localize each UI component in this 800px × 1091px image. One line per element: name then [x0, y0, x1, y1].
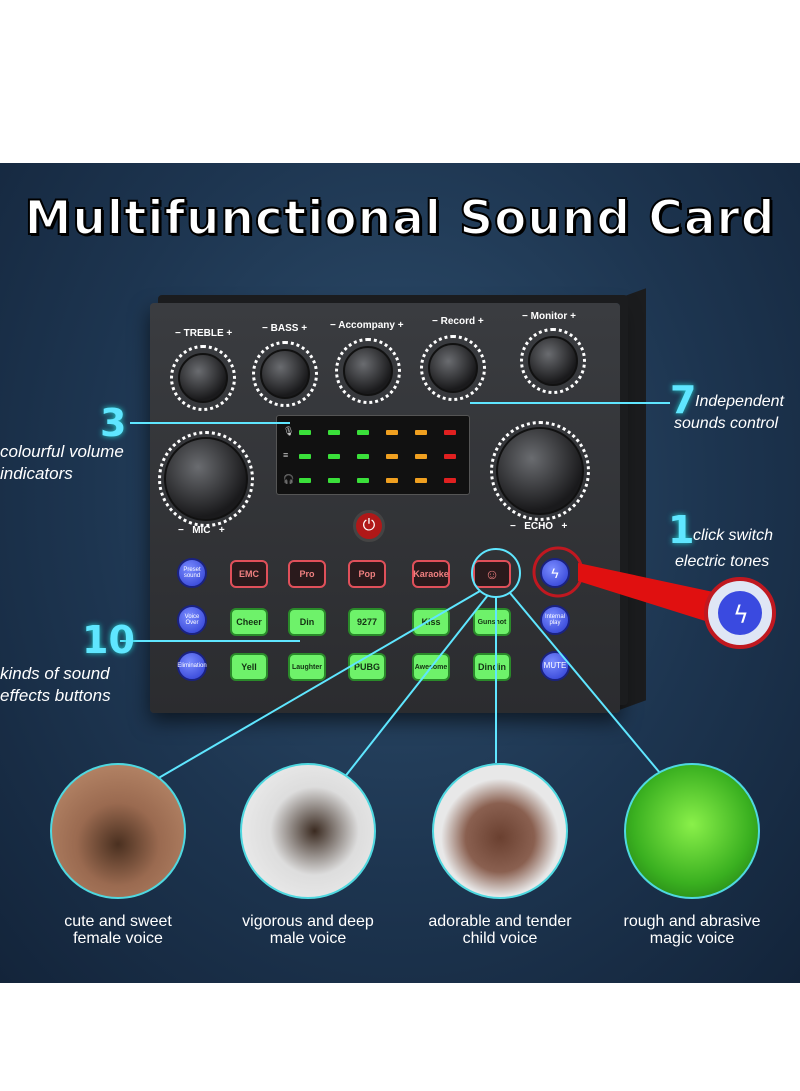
highlight-circle: [471, 548, 521, 598]
effect-button-pop[interactable]: Pop: [348, 560, 386, 588]
voice-over-button[interactable]: Voice Over: [177, 605, 207, 635]
callout-number: 1: [668, 508, 695, 552]
led-indicator: [415, 478, 427, 483]
internal-play-button[interactable]: Internal play: [540, 605, 570, 635]
led-indicator: [299, 454, 311, 459]
accompany-label: − Accompany +: [330, 320, 404, 331]
power-icon: ⏻: [362, 517, 376, 534]
child-voice-photo: [432, 763, 568, 899]
magic-voice-photo: [624, 763, 760, 899]
led-indicator: [357, 454, 369, 459]
product-banner: Multifunctional Sound Card − TREBLE + − …: [0, 163, 800, 983]
mic-knob[interactable]: [164, 437, 248, 521]
knob-scale: [158, 431, 254, 527]
effect-button-kiss[interactable]: Kiss: [412, 608, 450, 636]
effect-button-pro[interactable]: Pro: [288, 560, 326, 588]
callout-line: [339, 594, 489, 784]
led-indicator: [415, 454, 427, 459]
power-button[interactable]: ⏻: [353, 510, 385, 542]
female-voice-photo: [50, 763, 186, 899]
knob-scale: [252, 341, 318, 407]
svg-text:ϟ: ϟ: [733, 601, 749, 629]
effect-button-din[interactable]: Din: [288, 608, 326, 636]
mic-label: − MIC +: [178, 525, 225, 536]
preset-sound-button[interactable]: Preset sound: [177, 558, 207, 588]
callout-text: Independent: [695, 393, 784, 410]
callout-text: electric tones: [675, 553, 770, 570]
page-title: Multifunctional Sound Card: [24, 190, 776, 247]
knob-scale: [420, 335, 486, 401]
effect-button-gunshot[interactable]: Gunshot: [473, 608, 511, 636]
led-indicator: [357, 478, 369, 483]
zoom-beam: [578, 563, 718, 625]
mic-icon: 🎙: [283, 426, 295, 436]
voice-change-icon: ☺: [484, 566, 500, 582]
callout-text: sounds control: [674, 415, 779, 432]
lightning-icon: ϟ: [551, 565, 559, 581]
voice-change-button[interactable]: ☺: [473, 560, 511, 588]
mute-button[interactable]: MUTE: [540, 651, 570, 681]
callout-line: [509, 592, 661, 774]
echo-knob[interactable]: [496, 427, 584, 515]
led-indicator: [444, 478, 456, 483]
accompany-knob[interactable]: [343, 346, 393, 396]
effect-button-cheer[interactable]: Cheer: [230, 608, 268, 636]
callout-number: 10: [82, 618, 135, 662]
led-indicator: [299, 430, 311, 435]
knob-scale: [335, 338, 401, 404]
highlight-circle: [532, 546, 584, 598]
volume-indicator-panel: 🎙 ≡ 🎧: [276, 415, 470, 495]
effect-button-yell[interactable]: Yell: [230, 653, 268, 681]
knob-scale: [490, 421, 590, 521]
knob-scale: [170, 345, 236, 411]
record-label: − Record +: [432, 316, 484, 327]
effect-button-laughter[interactable]: Laughter: [288, 653, 326, 681]
led-indicator: [415, 430, 427, 435]
led-indicator: [328, 478, 340, 483]
sound-card-device: − TREBLE + − BASS + − Accompany + − Reco…: [150, 303, 620, 713]
echo-label: − ECHO +: [510, 521, 568, 532]
led-indicator: [357, 430, 369, 435]
callout-text: click switch: [693, 527, 774, 544]
male-voice-photo: [240, 763, 376, 899]
monitor-knob[interactable]: [528, 336, 578, 386]
effect-button-9277[interactable]: 9277: [348, 608, 386, 636]
callout-number: 3: [100, 401, 127, 445]
led-indicator: [328, 454, 340, 459]
music-icon: ≡: [283, 450, 289, 460]
effect-button-dindin[interactable]: Dindin: [473, 653, 511, 681]
electric-tone-button[interactable]: ϟ: [540, 558, 570, 588]
elimination-button[interactable]: Elimination: [177, 651, 207, 681]
led-indicator: [444, 430, 456, 435]
led-indicator: [386, 454, 398, 459]
callout-number: 7: [670, 378, 697, 422]
effect-button-emc[interactable]: EMC: [230, 560, 268, 588]
lightning-icon: [718, 591, 762, 635]
bass-label: − BASS +: [262, 323, 308, 334]
callout-line: [149, 590, 481, 784]
record-knob[interactable]: [428, 343, 478, 393]
knob-scale: [520, 328, 586, 394]
treble-knob[interactable]: [178, 353, 228, 403]
treble-label: − TREBLE +: [175, 328, 233, 339]
led-indicator: [386, 430, 398, 435]
headphone-icon: 🎧: [283, 474, 295, 484]
led-indicator: [386, 478, 398, 483]
bass-knob[interactable]: [260, 349, 310, 399]
led-indicator: [444, 454, 456, 459]
led-indicator: [328, 430, 340, 435]
monitor-label: − Monitor +: [522, 311, 576, 322]
led-indicator: [299, 478, 311, 483]
effect-button-karaoke[interactable]: Karaoke: [412, 560, 450, 588]
callout-lines: ϟ: [120, 402, 776, 784]
